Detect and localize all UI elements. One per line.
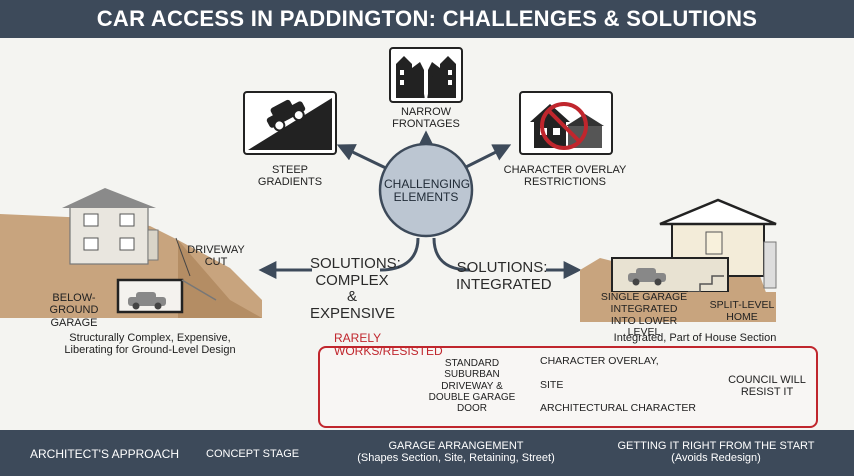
split-level-home-illustration	[580, 198, 777, 322]
steep-line2: GRADIENTS	[257, 176, 323, 189]
reason-architectural-character: ARCHITECTURAL CHARACTER	[540, 402, 696, 414]
split-line1: SPLIT-LEVEL	[709, 299, 775, 311]
getting-right-line2: (Avoids Redesign)	[671, 452, 761, 465]
concept-stage: CONCEPT STAGE	[206, 448, 300, 460]
driveway-line1: DRIVEWAY	[187, 244, 245, 256]
split-line2: HOME	[726, 310, 758, 323]
standard-driveway-label: STANDARD SUBURBAN DRIVEWAY & DOUBLE GARA…	[426, 358, 518, 414]
steep-gradients-label: STEEP GRADIENTS	[240, 164, 340, 189]
left-caption-line1: Structurally Complex, Expensive,	[69, 332, 231, 344]
driveway-cut-label: DRIVEWAY CUT	[186, 244, 246, 269]
integrated-line1: SOLUTIONS:	[456, 259, 548, 276]
integrated-line2: INTEGRATED	[456, 275, 552, 293]
standard-line4: DOUBLE GARAGE	[428, 391, 516, 403]
right-caption: Integrated, Part of House Section	[613, 332, 777, 344]
split-level-label: SPLIT-LEVEL HOME	[706, 299, 778, 324]
solutions-integrated-label: SOLUTIONS: INTEGRATED	[456, 259, 552, 293]
overlay-line1: CHARACTER OVERLAY	[503, 164, 627, 176]
connector-arrows	[258, 130, 582, 279]
challenging-elements-label: CHALLENGING ELEMENTS	[384, 177, 471, 205]
complex-line2: COMPLEX &	[315, 271, 389, 305]
driveway-line2: CUT	[204, 256, 228, 269]
resisted-heading: RARELY WORKS/RESISTED	[334, 331, 443, 359]
overlay-line2: RESTRICTIONS	[524, 176, 606, 189]
page-title: CAR ACCESS IN PADDINGTON: CHALLENGES & S…	[96, 6, 758, 31]
below-ground-garage-label: BELOW-GROUND GARAGE	[28, 292, 120, 329]
left-caption-line2: Liberating for Ground-Level Design	[64, 344, 236, 357]
left-caption: Structurally Complex, Expensive, Liberat…	[30, 332, 270, 357]
getting-it-right: GETTING IT RIGHT FROM THE START (Avoids …	[606, 440, 826, 465]
council-line2: RESIST IT	[740, 386, 794, 399]
center-line1: CHALLENGING	[384, 177, 471, 191]
standard-line5: DOOR	[457, 403, 487, 415]
single-garage-line3: INTO LOWER LEVEL	[610, 314, 678, 339]
challenging-elements-circle	[378, 142, 474, 238]
garage-line1: BELOW-GROUND	[49, 292, 99, 317]
council-resist-label: COUNCIL WILL RESIST IT	[722, 374, 812, 399]
no-house-icon	[519, 91, 613, 155]
footer-bar: ARCHITECT'S APPROACH CONCEPT STAGE GARAG…	[0, 430, 854, 476]
council-line1: COUNCIL WILL	[728, 374, 806, 386]
narrow-frontages-label: NARROW FRONTAGES	[376, 106, 476, 131]
standard-line2: SUBURBAN	[444, 369, 500, 381]
steep-line1: STEEP	[271, 164, 309, 176]
garage-arrangement: GARAGE ARRANGEMENT (Shapes Section, Site…	[346, 440, 566, 465]
car-on-slope-icon	[243, 91, 337, 155]
single-garage-line1: SINGLE GARAGE	[600, 291, 688, 303]
center-line2: ELEMENTS	[393, 190, 459, 205]
narrow-line1: NARROW	[400, 106, 452, 118]
narrow-buildings-icon	[389, 47, 463, 103]
garage-arrangement-line2: (Shapes Section, Site, Retaining, Street…	[357, 452, 555, 465]
narrow-line2: FRONTAGES	[392, 118, 460, 131]
architects-approach: ARCHITECT'S APPROACH	[30, 447, 179, 461]
complex-line1: SOLUTIONS:	[310, 255, 401, 272]
solutions-complex-label: SOLUTIONS: COMPLEX & EXPENSIVE	[310, 255, 401, 322]
resisted-box	[318, 346, 818, 428]
reason-site: SITE	[540, 379, 564, 391]
complex-line3: EXPENSIVE	[310, 304, 396, 322]
standard-line1: STANDARD	[444, 358, 500, 369]
title-bar	[0, 0, 854, 38]
single-garage-line2: INTEGRATED	[610, 302, 678, 315]
single-garage-label: SINGLE GARAGE INTEGRATED INTO LOWER LEVE…	[594, 291, 694, 339]
getting-right-line1: GETTING IT RIGHT FROM THE START	[617, 440, 815, 452]
character-overlay-label: CHARACTER OVERLAY RESTRICTIONS	[500, 164, 630, 189]
garage-line2: GARAGE	[50, 316, 98, 329]
reason-character-overlay: CHARACTER OVERLAY,	[540, 355, 659, 367]
garage-arrangement-line1: GARAGE ARRANGEMENT	[388, 440, 524, 452]
below-ground-garage-illustration	[0, 188, 262, 318]
standard-line3: DRIVEWAY &	[441, 380, 503, 392]
